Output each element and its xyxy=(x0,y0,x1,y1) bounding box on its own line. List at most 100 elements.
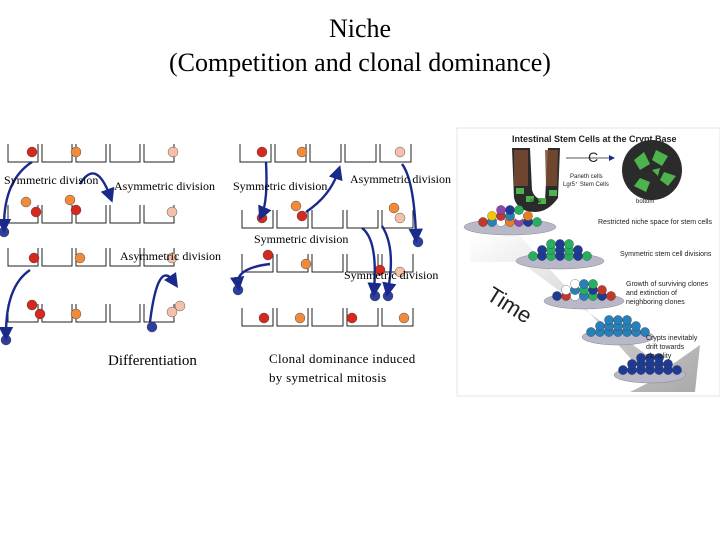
niche-cup xyxy=(241,254,274,273)
niche-cup xyxy=(309,144,342,163)
cell xyxy=(0,226,10,238)
plate-ball xyxy=(636,353,646,363)
plate-ball xyxy=(546,239,556,249)
cell xyxy=(70,146,82,158)
label-symmetric-division-1: Symmetric division xyxy=(4,173,98,187)
division-arrow xyxy=(229,262,271,292)
cell xyxy=(26,146,38,158)
division-arrow xyxy=(380,225,397,298)
niche-cup xyxy=(109,144,141,163)
division-arrow xyxy=(148,272,178,323)
cell xyxy=(74,252,86,264)
plate-ball xyxy=(537,245,547,255)
plate-ball xyxy=(595,321,605,331)
niche-cup xyxy=(311,308,344,327)
cell xyxy=(398,312,410,324)
crypt-panel: Intestinal Stem Cells at the Crypt Base … xyxy=(456,127,720,397)
time-arrow xyxy=(470,236,700,392)
plate-ball xyxy=(564,239,574,249)
panel-step-1: Restricted niche space for stem cells xyxy=(598,219,712,226)
division-arrow xyxy=(361,227,382,298)
division-arrow xyxy=(401,163,423,244)
plate-ball xyxy=(631,321,641,331)
cell xyxy=(256,146,268,158)
niche-cup xyxy=(241,210,274,229)
plate-ball xyxy=(528,251,538,261)
plate-ball xyxy=(606,291,616,301)
panel-step-4: Crypts inevitably drift towards clonalit… xyxy=(646,335,699,360)
cell xyxy=(262,249,274,261)
cell xyxy=(258,312,270,324)
plate-ball xyxy=(514,205,524,215)
plate-ball xyxy=(496,205,506,215)
plate-ball xyxy=(570,279,580,289)
cell xyxy=(0,334,12,346)
plate-ball xyxy=(579,279,589,289)
cell xyxy=(369,290,381,302)
cell xyxy=(174,300,186,312)
page-title-line2: (Competition and clonal dominance) xyxy=(169,48,551,77)
caption-differentiation: Differentiation xyxy=(108,353,197,369)
cell xyxy=(70,204,82,216)
cell xyxy=(256,212,268,224)
niche-cup xyxy=(239,144,272,163)
niche-cup xyxy=(41,144,73,163)
cell xyxy=(232,284,244,296)
label-asymmetric-division-1: Asymmetric division xyxy=(114,179,215,193)
plate-ball xyxy=(588,279,598,289)
niche-cup xyxy=(346,254,379,273)
division-arrow xyxy=(258,161,272,221)
panel-step-2: Symmetric stem cell divisions xyxy=(620,251,712,258)
niche-cup xyxy=(311,254,344,273)
label-bottom: bottom xyxy=(636,199,654,205)
niche-cup xyxy=(276,308,309,327)
niche-cup xyxy=(41,304,73,323)
plate-ball xyxy=(627,359,637,369)
plate-ball xyxy=(505,205,515,215)
cell xyxy=(20,196,32,208)
plate-ball xyxy=(672,365,682,375)
niche-cup xyxy=(7,144,39,163)
niche-cup xyxy=(346,210,379,229)
niche-cup xyxy=(241,308,274,327)
division-arrow xyxy=(0,269,31,342)
cell xyxy=(290,200,302,212)
niche-cup xyxy=(381,308,414,327)
niche-cup xyxy=(41,248,73,267)
panel-title: Intestinal Stem Cells at the Crypt Base xyxy=(512,134,677,144)
label-asymmetric-division-2: Asymmetric division xyxy=(350,172,451,186)
cell xyxy=(346,312,358,324)
plate-ball xyxy=(663,359,673,369)
cell xyxy=(394,212,406,224)
division-arrows xyxy=(0,160,423,342)
niche-cup xyxy=(379,144,412,163)
niche-cup xyxy=(109,205,141,224)
cell-plates xyxy=(463,205,687,384)
cell xyxy=(412,236,424,248)
plate-ball xyxy=(532,217,542,227)
plate-ball xyxy=(561,285,571,295)
cell xyxy=(146,321,158,333)
plate-ball xyxy=(582,251,592,261)
niche-cup xyxy=(276,210,309,229)
label-symmetric-division-4: Symmetric division xyxy=(344,268,438,282)
label-side: side xyxy=(530,199,542,205)
plate-ball xyxy=(478,217,488,227)
plate-ball xyxy=(618,365,628,375)
plate-ball xyxy=(552,291,562,301)
cell xyxy=(166,306,178,318)
label-symmetric-division-3: Symmetric division xyxy=(254,232,348,246)
plate-ball xyxy=(604,315,614,325)
plate-ball xyxy=(586,327,596,337)
cell xyxy=(294,312,306,324)
niche-cup xyxy=(109,248,141,267)
niche-cup xyxy=(381,210,414,229)
plate-ball xyxy=(573,245,583,255)
legend-lgr5: Lgr5⁺ Stem Cells xyxy=(563,181,609,188)
cell xyxy=(394,146,406,158)
plate-ball xyxy=(613,315,623,325)
panel-step-3: Growth of surviving clones and extinctio… xyxy=(626,281,710,306)
cell xyxy=(382,290,394,302)
plate-ball xyxy=(555,239,565,249)
